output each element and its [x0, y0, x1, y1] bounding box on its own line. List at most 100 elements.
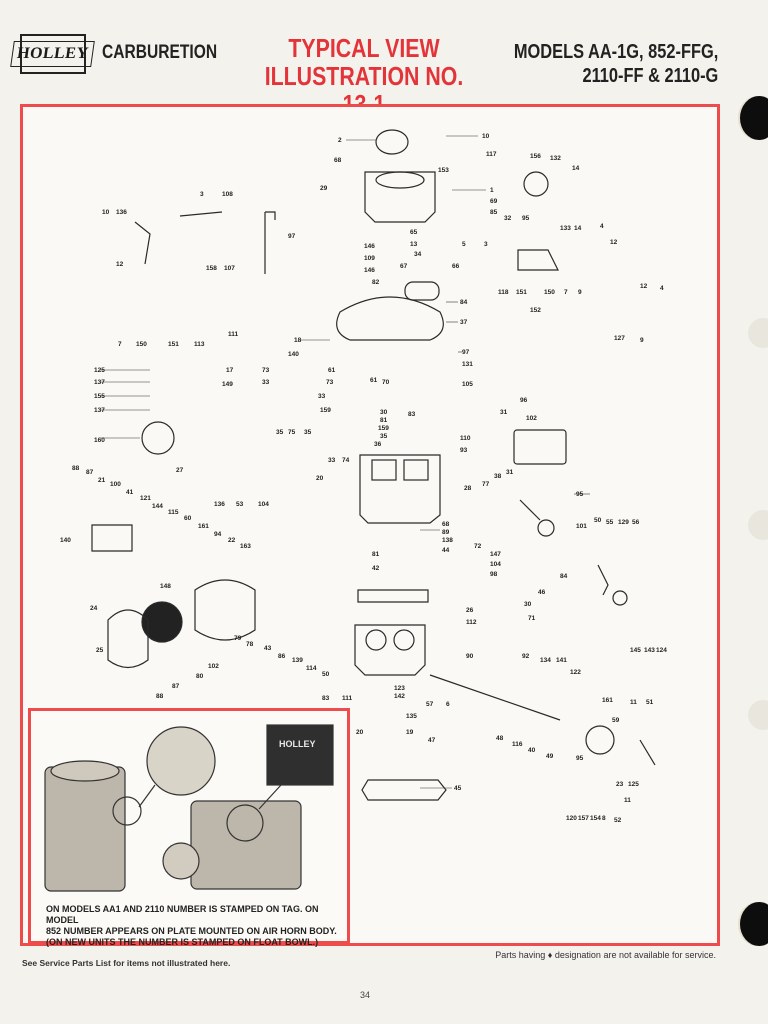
callout-50: 50 [594, 517, 602, 524]
callout-158: 158 [206, 265, 217, 272]
callout-129: 129 [618, 519, 629, 526]
throttle-bore-left [365, 629, 387, 651]
callout-136-b: 136 [214, 501, 225, 508]
callout-53: 53 [236, 501, 244, 508]
id-plate-closeup [266, 724, 334, 786]
callout-52: 52 [614, 817, 622, 824]
leader-lines [100, 135, 590, 789]
callout-70: 70 [382, 379, 390, 386]
callout-90: 90 [466, 653, 474, 660]
callout-156: 156 [530, 153, 541, 160]
air-horn-gasket [336, 296, 444, 341]
callout-153: 153 [438, 167, 449, 174]
callout-40: 40 [528, 747, 536, 754]
callout-86: 86 [278, 653, 286, 660]
choke-rod [264, 211, 276, 274]
models-line-1: MODELS AA-1G, 852-FFG, [513, 41, 718, 63]
callout-1: 1 [490, 187, 494, 194]
callout-134: 134 [540, 657, 551, 664]
callout-49: 49 [546, 753, 554, 760]
idle-adjusting-screw [519, 499, 541, 521]
callout-12: 12 [116, 261, 124, 268]
callout-97: 97 [288, 233, 296, 240]
choke-plate [375, 129, 409, 155]
callout-107: 107 [224, 265, 235, 272]
callout-111-b: 111 [342, 695, 353, 702]
callout-83-b: 83 [322, 695, 330, 702]
callout-4-b: 4 [660, 285, 664, 292]
callout-81-b: 81 [372, 551, 380, 558]
callout-9: 9 [578, 289, 582, 296]
callout-33-c: 33 [328, 457, 336, 464]
callout-122: 122 [570, 669, 581, 676]
base-gasket [361, 779, 447, 801]
callout-44: 44 [442, 547, 450, 554]
callout-10: 10 [482, 133, 490, 140]
callout-numbers: 2 68 29 10 153 117 1 69 85 32 95 156 132… [60, 133, 667, 824]
callout-6: 6 [446, 701, 450, 708]
callout-121: 121 [140, 495, 151, 502]
callout-148: 148 [160, 583, 171, 590]
callout-151: 151 [516, 289, 527, 296]
callout-59: 59 [612, 717, 620, 724]
callout-30-b: 30 [524, 601, 532, 608]
callout-24: 24 [90, 605, 98, 612]
throttle-shaft [429, 674, 561, 721]
callout-7-b: 7 [118, 341, 122, 348]
float-bowl [359, 454, 441, 524]
callout-60: 60 [184, 515, 192, 522]
callout-115: 115 [168, 509, 179, 516]
bowl-chamber-right [403, 459, 429, 481]
callout-110: 110 [460, 435, 471, 442]
callout-45: 45 [454, 785, 462, 792]
callout-96: 96 [520, 397, 528, 404]
callout-146-b: 146 [364, 267, 375, 274]
callout-105: 105 [462, 381, 473, 388]
pump-link [597, 564, 609, 596]
callout-100: 100 [110, 481, 121, 488]
binder-hole-3 [748, 510, 768, 540]
callout-92: 92 [522, 653, 530, 660]
tag-leader [138, 784, 156, 808]
callout-5: 5 [462, 241, 466, 248]
callout-102-b: 102 [208, 663, 219, 670]
callout-35: 35 [276, 429, 284, 436]
callout-81: 81 [380, 417, 388, 424]
idle-needle [537, 519, 555, 537]
float [404, 281, 440, 301]
callout-104: 104 [258, 501, 269, 508]
callout-13: 13 [410, 241, 418, 248]
callout-159-b: 159 [378, 425, 389, 432]
callout-163: 163 [240, 543, 251, 550]
callout-48: 48 [496, 735, 504, 742]
callout-50-b: 50 [322, 671, 330, 678]
callout-10-b: 10 [102, 209, 110, 216]
callout-144: 144 [152, 503, 163, 510]
pump-cover [107, 609, 149, 669]
callout-12-c: 12 [640, 283, 648, 290]
callout-74: 74 [342, 457, 350, 464]
callout-3-b: 3 [484, 241, 488, 248]
callout-138: 138 [442, 537, 453, 544]
callout-141: 141 [556, 657, 567, 664]
callout-31: 31 [500, 409, 508, 416]
callout-152: 152 [530, 307, 541, 314]
callout-33-b: 33 [318, 393, 326, 400]
callout-7: 7 [564, 289, 568, 296]
callout-47: 47 [428, 737, 436, 744]
choke-thermostat-cover [523, 171, 549, 197]
title-line-1: TYPICAL VIEW [288, 33, 440, 63]
callout-82: 82 [372, 279, 380, 286]
callout-75: 75 [288, 429, 296, 436]
callout-17: 17 [226, 367, 234, 374]
callout-161-b: 161 [602, 697, 613, 704]
models-heading: MODELS AA-1G, 852-FFG, 2110-FF & 2110-G [514, 40, 718, 88]
callout-157: 157 [578, 815, 589, 822]
callout-88-b: 88 [156, 693, 164, 700]
tag-closeup [146, 726, 216, 796]
throttle-return-spring [639, 739, 656, 766]
callout-93: 93 [460, 447, 468, 454]
callout-11: 11 [630, 699, 637, 706]
callout-12-b: 12 [610, 239, 618, 246]
